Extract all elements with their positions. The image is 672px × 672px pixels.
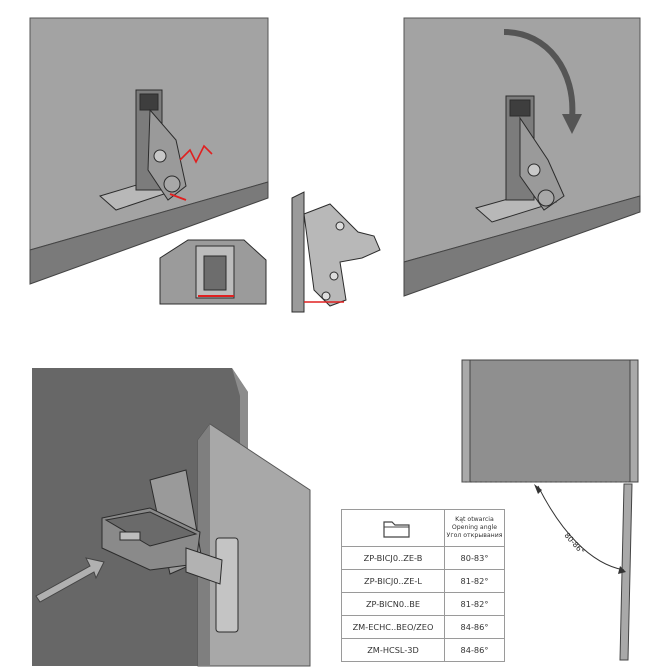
model-cell: ZP-BICN0..BE	[341, 592, 445, 616]
table-row: ZP-BICJ0..ZE-B 80-83°	[341, 546, 505, 570]
table-header-icon-cell	[341, 509, 445, 547]
table-header-angle-cell: Kąt otwarcia Opening angle Угол открыван…	[444, 509, 505, 547]
table-row: ZM-HCSL-3D 84-86°	[341, 638, 505, 662]
hinge-mount-figure	[98, 89, 213, 211]
header-label-ru: Угол открывания	[446, 532, 503, 539]
model-cell: ZM-HCSL-3D	[341, 638, 445, 662]
panel-mount-hinge	[29, 17, 269, 285]
insert-arrow-icon	[35, 557, 105, 603]
angle-cell: 84-86°	[444, 638, 505, 662]
model-cell: ZM-ECHC..BEO/ZEO	[341, 615, 445, 639]
angle-cell: 80-83°	[444, 546, 505, 570]
angle-cell: 81-82°	[444, 569, 505, 593]
table-row: ZP-BICJ0..ZE-L 81-82°	[341, 569, 505, 593]
header-label-en: Opening angle	[451, 524, 498, 531]
table-header-row: Kąt otwarcia Opening angle Угол открыван…	[341, 509, 505, 547]
angle-cell: 84-86°	[444, 615, 505, 639]
model-cell: ZP-BICJ0..ZE-L	[341, 569, 445, 593]
opening-angle-table: Kąt otwarcia Opening angle Угол открыван…	[341, 509, 505, 662]
header-label-pl: Kąt otwarcia	[455, 516, 494, 523]
table-row: ZP-BICN0..BE 81-82°	[341, 592, 505, 616]
panel-door-mounted	[32, 368, 311, 667]
detail-side-view	[291, 191, 381, 313]
table-row: ZM-ECHC..BEO/ZEO 84-86°	[341, 615, 505, 639]
angle-label: 80-86°	[562, 531, 586, 556]
panel-press-down	[403, 17, 641, 297]
hinge-press-figure	[474, 95, 565, 223]
detail-top-view	[159, 239, 267, 305]
panel-opening-angle: 80-86°	[461, 359, 639, 661]
angle-cell: 81-82°	[444, 592, 505, 616]
press-arrow-icon	[503, 29, 576, 119]
hinge-door-figure	[101, 469, 239, 633]
model-cell: ZP-BICJ0..ZE-B	[341, 546, 445, 570]
